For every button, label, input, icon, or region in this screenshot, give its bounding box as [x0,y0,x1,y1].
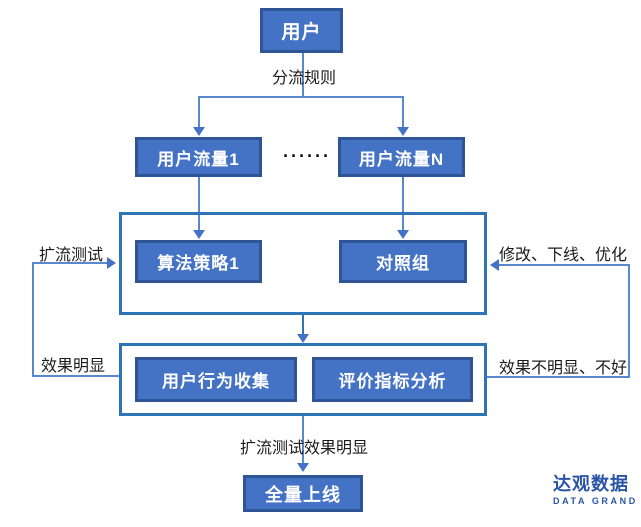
connector-container1-to-container2 [302,315,304,335]
arrowhead-down-launch-icon [297,463,309,472]
feedback-right-vertical [628,264,630,378]
edge-label-expand-test-effect: 扩流测试效果明显 [239,440,368,457]
node-flow1: 用户流量1 [135,137,262,177]
arrowhead-down-flowN-icon [397,127,409,136]
connector-user-to-branch [302,53,304,97]
feedback-right-top [499,264,630,266]
edge-label-effect-obvious: 效果明显 [40,358,105,375]
connector-flowN-to-control [402,177,404,230]
arrowhead-down-container2-icon [297,334,309,343]
node-behavior: 用户行为收集 [135,357,297,402]
feedback-right-bottom [487,376,630,378]
node-launch: 全量上线 [243,475,363,512]
logo-name-cn: 达观数据 [553,474,629,494]
arrowhead-left-container1-icon [490,259,499,271]
edge-label-effect-not-obvious: 效果不明显、不好 [498,360,627,377]
connector-branch-left [198,96,200,127]
node-control: 对照组 [339,240,467,283]
arrowhead-right-container1-icon [107,257,116,269]
connector-branch-horizontal [198,96,404,98]
feedback-left-top [32,262,108,264]
ellipsis-dots: ······ [283,146,331,166]
edge-label-modify-offline-optimize: 修改、下线、优化 [498,247,627,264]
node-strategy: 算法策略1 [135,240,262,283]
arrowhead-down-flow1-icon [193,127,205,136]
connector-branch-right [402,96,404,127]
evaluation-container [119,343,487,416]
arrowhead-down-control-icon [397,230,409,239]
feedback-left-bottom [32,375,119,377]
connector-container2-to-launch [302,416,304,464]
node-flowN: 用户流量N [338,137,465,177]
arrowhead-down-strategy-icon [193,230,205,239]
logo-name-en: DATA GRAND [553,496,638,506]
edge-label-split-rule: 分流规则 [271,70,336,87]
experiment-group-container [119,212,487,315]
node-user: 用户 [260,8,343,53]
datagrand-logo: 达观数据 DATA GRAND [553,474,638,506]
node-metrics: 评价指标分析 [312,357,473,402]
edge-label-expand-test: 扩流测试 [38,247,103,264]
connector-flow1-to-strategy [198,177,200,230]
feedback-left-vertical [32,262,34,377]
